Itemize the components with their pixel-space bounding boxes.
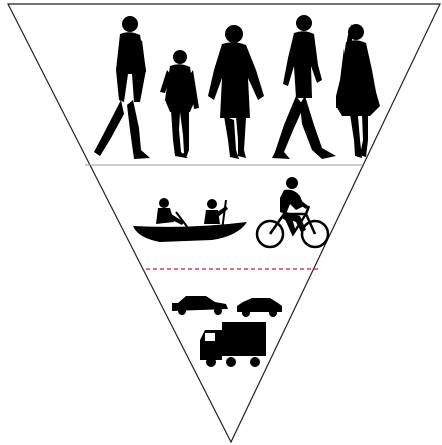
hierarchy-diagram [0, 0, 442, 445]
inverted-triangle-diagram [0, 0, 442, 445]
